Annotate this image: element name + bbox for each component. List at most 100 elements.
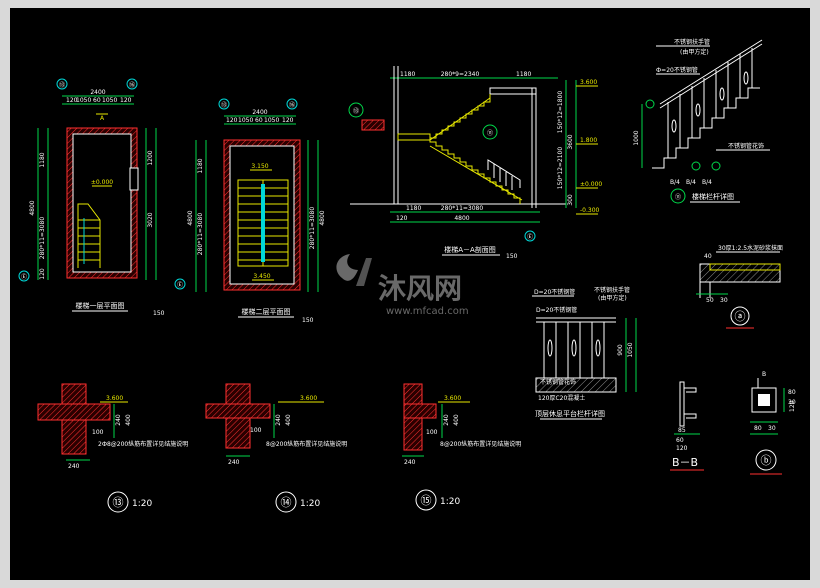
beam-1-note: 2Ф8@200纵筋布置详见结施说明 (98, 440, 188, 448)
railing-note-top-a: 不锈钢扶手管 (674, 38, 710, 46)
section-bb-dim-b: 60 (676, 437, 684, 444)
section-dim-top-b: 280*9=2340 (441, 71, 480, 78)
section-bb-label: B－B (672, 456, 698, 469)
beam-3-scale: 1:20 (440, 497, 460, 507)
platform-note-e: 不锈钢管花饰 (540, 378, 576, 386)
railing-callout (670, 188, 686, 204)
section-dim-bot-total: 4800 (454, 215, 469, 222)
section-dim-bot-b: 280*11=3080 (441, 205, 484, 212)
railing-tick-3: B/4 (702, 179, 712, 186)
plan-2-scale: 150 (302, 317, 314, 324)
watermark-brand: 沐风网 (378, 272, 462, 305)
platform-title: 顶层休息平台栏杆详图 (535, 409, 605, 418)
dim-top-4: 1050 (102, 97, 117, 104)
beam-detail-2: 3.600 240 400 100 8@200纵筋布置详见结施说明 240 ⑭ … (205, 383, 347, 513)
dim-top-5: 120 (120, 97, 132, 104)
detail-a-dim-top: 40 (704, 253, 712, 260)
platform-balusters (543, 322, 605, 378)
axis-label-13: ⑬ (59, 81, 65, 89)
platform-dim-a: 900 (617, 344, 624, 356)
detail-a: 30厚1:2.5水泥砂浆抹面 40 50 30 ⓐ (696, 244, 783, 329)
watermark-url: www.mfcad.com (386, 306, 469, 317)
beam-1-scale: 1:20 (132, 499, 152, 509)
beam-3-dim-h1: 240 (443, 414, 450, 426)
detail-a-dim-a: 50 (706, 297, 714, 304)
platform-note-c: (由甲方定) (598, 294, 627, 302)
detail-a-note: 30厚1:2.5水泥砂浆抹面 (718, 244, 783, 252)
platform-railing: D=20不锈钢管 不锈钢扶手管 (由甲方定) D=20不锈钢管 不锈钢管花饰 1… (532, 286, 637, 420)
plan-2-dim-top-4: 1050 (264, 117, 279, 124)
section-dim-v-c: 3600 (567, 134, 574, 149)
section-dim-v-a: 150*12=1800 (557, 91, 564, 134)
plan-2-dim-top-2: 1050 (238, 117, 253, 124)
section-mid-landing (397, 133, 431, 141)
dim-top-1: 120 (66, 97, 78, 104)
beam-2-level: 3.600 (300, 395, 317, 402)
beam-3-dim-h2: 400 (453, 414, 460, 426)
section-callout-11-label: ⑪ (487, 129, 493, 137)
plan-2: ⑬ ⑯ 2400 120 1050 60 1050 120 3.150 (174, 98, 326, 324)
plan-1-dim-left-total: 4800 (29, 200, 36, 215)
detail-b-callout (755, 449, 777, 471)
plan-2-dim-top-3: 60 (255, 117, 263, 124)
plan-1-room (72, 133, 132, 273)
railing-note-right: 不锈钢管花饰 (728, 142, 764, 150)
detail-b: B 80 30 120 80 30 ⓑ (750, 371, 796, 475)
section-scale: 150 (506, 253, 518, 260)
plan-2-dim-left-run: 280*11=3080 (197, 213, 204, 256)
plan-1: ⑬ ⑯ 2400 120 1050 60 1050 120 A ±0.000 (18, 78, 165, 317)
railing-balusters (667, 48, 753, 158)
beam-2-note: 8@200纵筋布置详见结施说明 (266, 440, 347, 448)
section-level-a: 3.600 (580, 79, 597, 86)
detail-b-dim-a: 80 (788, 389, 796, 396)
platform-dim-b: 1050 (627, 342, 634, 357)
beam-1-level: 3.600 (106, 395, 123, 402)
plan-2-dim-right-total: 4800 (319, 210, 326, 225)
plan-2-dim-right-run: 280*11=3080 (309, 207, 316, 250)
plan-1-stair-flight (77, 203, 101, 268)
railing-dim-left: 1000 (633, 130, 640, 145)
section-dim-top-c: 1180 (516, 71, 531, 78)
detail-b-dim-c: 120 (789, 400, 796, 412)
plan-2-axis-label-e: Ⓔ (177, 281, 183, 289)
plan-1-dim-left-run: 280*11=3080 (39, 217, 46, 260)
section-level-c: ±0.000 (580, 181, 602, 188)
railing-note-top-b: (由甲方定) (680, 48, 709, 56)
railing-note-top-c: Ф=20不锈钢管 (656, 66, 698, 74)
platform-note-d: D=20不锈钢管 (536, 306, 577, 314)
plan-1-door-gap (129, 167, 139, 191)
plan-2-axis-label-13: ⑬ (221, 101, 227, 109)
plan-1-scale: 150 (153, 310, 165, 317)
detail-b-dim-d: 80 (754, 425, 762, 432)
plan-2-stair-flights (237, 179, 289, 267)
detail-b-cut: B (762, 371, 766, 378)
beam-3-dim-a: 100 (426, 429, 438, 436)
beam-3-callout (415, 489, 437, 511)
railing-detail: 不锈钢扶手管 (由甲方定) Ф=20不锈钢管 1000 不锈钢管花饰 (633, 38, 770, 204)
plan-1-axis-bubble-e (18, 270, 30, 282)
dim-top-3: 60 (93, 97, 101, 104)
section-axis-label-e: Ⓔ (527, 233, 533, 241)
beam-detail-3: 3.600 240 400 100 8@200纵筋布置详见结施说明 240 ⑮ … (402, 383, 521, 511)
section-dim-v-d: 300 (567, 194, 574, 206)
section-a-a: 1180 280*9=2340 1180 ⑬ ⑪ 150*12=180 (348, 66, 602, 260)
plan-2-dim-left-top: 1180 (197, 158, 204, 173)
detail-b-dim-e: 30 (768, 425, 776, 432)
beam-2-dim-h2: 400 (285, 414, 292, 426)
section-axis-bubble-e (524, 230, 536, 242)
plan-2-dim-top-5: 120 (282, 117, 294, 124)
cut-label: A (100, 115, 105, 122)
beam-2-dim-h1: 240 (275, 414, 282, 426)
plan-2-level-top: 3.150 (251, 163, 268, 170)
watermark: 沐风网 www.mfcad.com (336, 254, 469, 317)
detail-a-slab (699, 263, 781, 283)
plan-1-axis-label-e: Ⓔ (21, 273, 27, 281)
plan-1-dim-right-b: 1200 (147, 150, 154, 165)
section-dim-v-b: 150*12=2100 (557, 147, 564, 190)
watermark-logo-icon (336, 254, 372, 286)
section-bb-profile (679, 381, 685, 427)
platform-slab (535, 377, 617, 393)
detail-b-dim-b: 30 (788, 399, 796, 406)
detail-b-post (751, 387, 777, 413)
